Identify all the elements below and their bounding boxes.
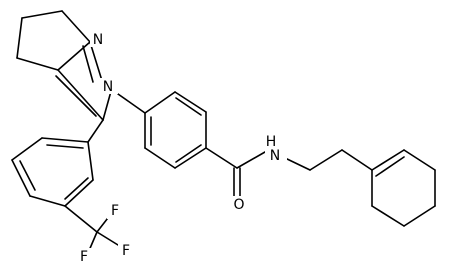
bond	[64, 177, 89, 200]
bond	[41, 137, 89, 143]
bond	[96, 231, 119, 246]
atom-labels: N N O H N F F F	[76, 31, 287, 265]
atom-f1: F	[80, 249, 88, 265]
atom-h: H	[266, 134, 277, 150]
bond	[57, 41, 91, 71]
bond	[403, 149, 436, 171]
bond	[117, 93, 146, 114]
bond	[87, 141, 94, 181]
bond	[16, 17, 23, 59]
bond	[11, 137, 43, 161]
bond	[371, 149, 405, 171]
bond	[19, 160, 36, 191]
atom-n2: N	[103, 79, 113, 95]
bond	[175, 144, 202, 163]
bond	[46, 144, 84, 149]
bond	[87, 119, 104, 143]
bond	[55, 75, 97, 117]
atom-n1: N	[93, 32, 103, 48]
bond	[375, 156, 405, 177]
bond	[175, 97, 202, 116]
bond	[174, 147, 207, 169]
bond	[64, 205, 98, 233]
trifluoromethylphenyl-ring	[11, 119, 104, 207]
bond	[29, 195, 66, 207]
bond	[61, 10, 91, 43]
bond	[174, 91, 207, 113]
bond	[341, 149, 373, 171]
bond	[284, 157, 311, 171]
bond	[236, 151, 266, 169]
cyclopentane-ring	[16, 10, 91, 71]
bond	[82, 45, 94, 83]
bond	[16, 57, 59, 71]
bond	[144, 91, 176, 114]
bond	[64, 179, 94, 207]
bond	[309, 149, 343, 171]
atom-o1: O	[233, 197, 244, 213]
atom-f3: F	[111, 203, 119, 219]
bond	[205, 147, 238, 169]
bond	[57, 69, 104, 121]
bond	[144, 147, 176, 169]
bond	[89, 41, 104, 85]
bond	[21, 10, 63, 19]
benzamide-ring	[117, 91, 207, 169]
atom-f2: F	[122, 243, 130, 259]
cyclohexene-ring	[371, 149, 436, 227]
bond	[371, 205, 405, 227]
bond	[11, 159, 31, 197]
atom-nh: N	[270, 148, 280, 164]
bond	[403, 205, 436, 227]
amide-linker	[205, 147, 373, 197]
